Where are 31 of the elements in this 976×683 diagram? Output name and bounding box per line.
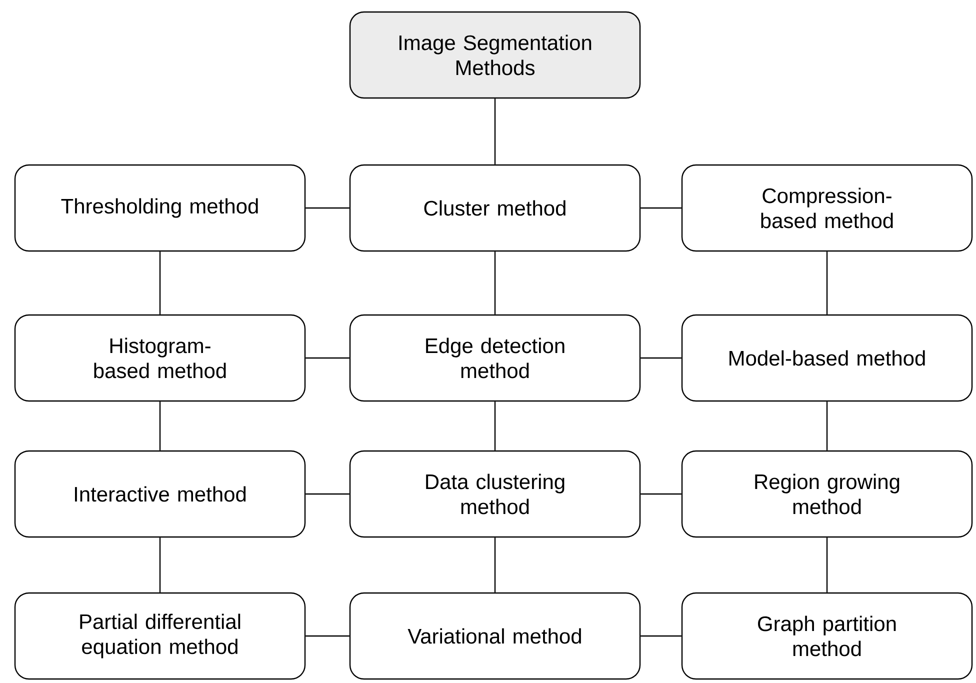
connector-line (494, 402, 496, 450)
method-box: Histogram-based method (14, 314, 306, 402)
connector-line (306, 207, 350, 209)
method-box: Partial differential equation method (14, 592, 306, 680)
method-box: Thresholding method (14, 164, 306, 252)
method-box: Interactive method (14, 450, 306, 538)
connector-line (306, 357, 350, 359)
method-box: Variational method (349, 592, 641, 680)
connector-line (159, 538, 161, 592)
method-box: Graph partition method (681, 592, 973, 680)
connector-line (159, 252, 161, 314)
method-box: Region growing method (681, 450, 973, 538)
connector-line (640, 493, 682, 495)
connector-line (159, 402, 161, 450)
connector-line (826, 402, 828, 450)
method-box: Cluster method (349, 164, 641, 252)
title-box: Image Segmentation Methods (349, 11, 641, 99)
method-box: Compression-based method (681, 164, 973, 252)
connector-line (826, 538, 828, 592)
connector-line (494, 252, 496, 314)
method-box: Edge detection method (349, 314, 641, 402)
connector-line (640, 207, 682, 209)
method-box: Model-based method (681, 314, 973, 402)
method-box: Data clustering method (349, 450, 641, 538)
connector-line (306, 493, 350, 495)
connector-line (640, 635, 682, 637)
connector-line (494, 98, 496, 164)
connector-line (640, 357, 682, 359)
connector-line (494, 538, 496, 592)
connector-line (306, 635, 350, 637)
connector-line (826, 252, 828, 314)
